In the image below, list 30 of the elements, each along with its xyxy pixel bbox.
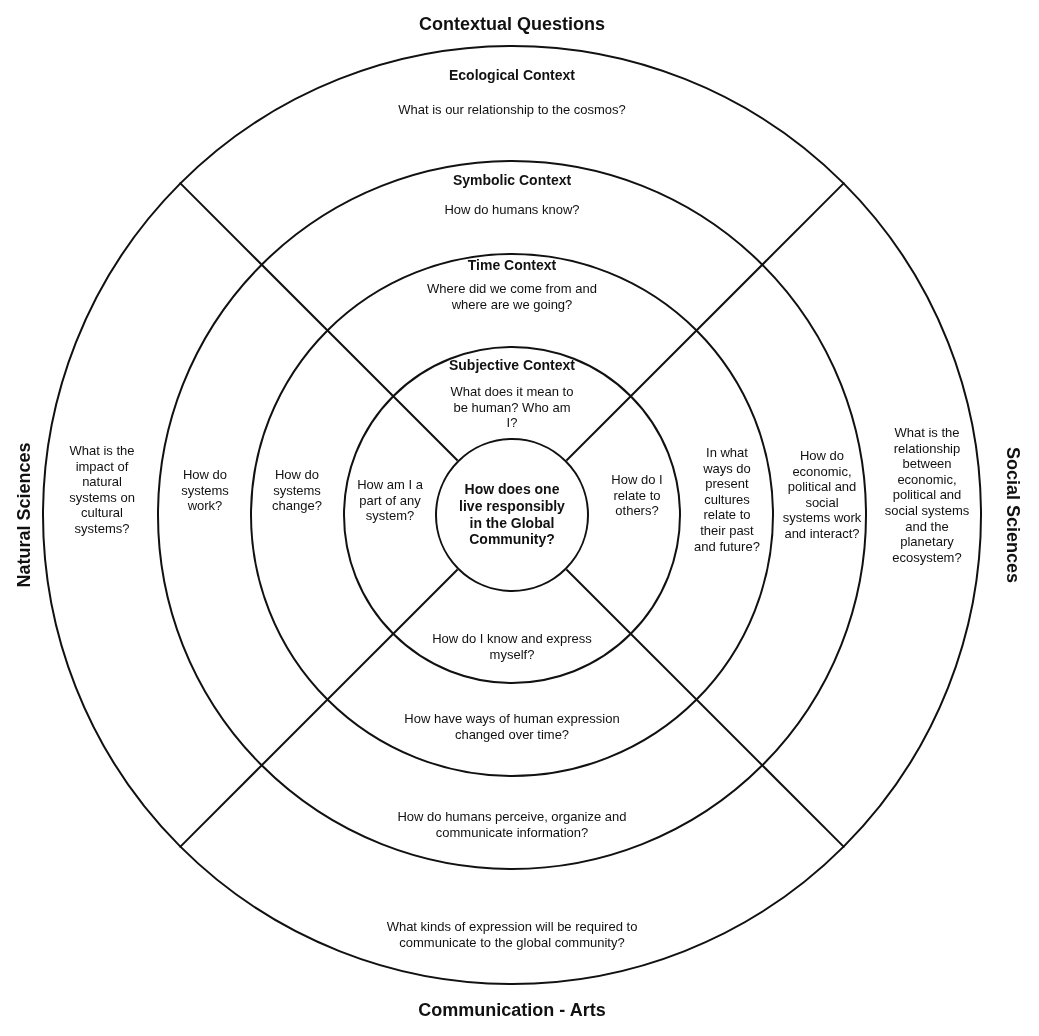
question-text: How do systems change? [271, 466, 323, 514]
top-label: Contextual Questions [419, 13, 605, 35]
question-text: In what ways do present cultures relate to their past and future? [693, 445, 761, 555]
ring-heading: Time Context [466, 256, 558, 274]
central-question: How does one live responsibly in the Global Community? [458, 481, 566, 549]
ring [343, 346, 681, 684]
question-text: How do I know and express myself? [432, 631, 592, 663]
question-text: What kinds of expression will be required to communicate to the global community? [385, 919, 639, 951]
bottom-label: Communication - Arts [418, 999, 606, 1021]
question-text: How do humans know? [443, 202, 581, 218]
ring [250, 253, 774, 777]
center-circle [435, 438, 589, 592]
question-text: How do humans perceive, organize and communicate information? [396, 809, 628, 841]
ring [42, 45, 982, 985]
question-text: How have ways of human expression changed over time? [403, 711, 621, 743]
side-label: Natural Sciences [13, 442, 35, 588]
ring-heading: Subjective Context [448, 356, 576, 374]
side-label: Social Sciences [1001, 446, 1023, 584]
question-text: How am I a part of any system? [356, 476, 424, 524]
question-text: What is our relationship to the cosmos? [397, 102, 627, 118]
question-text: How do I relate to others? [610, 471, 664, 519]
ring-heading: Symbolic Context [451, 171, 573, 189]
question-text: How do systems work? [180, 466, 230, 514]
question-text: How do economic, political and social systems work and interact? [782, 448, 862, 542]
question-text: What is the relationship between economic, political and social systems and the planetary ecosystem? [883, 424, 971, 566]
question-text: What is the impact of natural systems on cultural systems? [68, 443, 136, 537]
question-text: What does it mean to be human? Who am I? [449, 383, 575, 431]
ring-heading: Ecological Context [448, 66, 576, 84]
ring [157, 160, 867, 870]
question-text: Where did we come from and where are we going? [426, 281, 598, 313]
